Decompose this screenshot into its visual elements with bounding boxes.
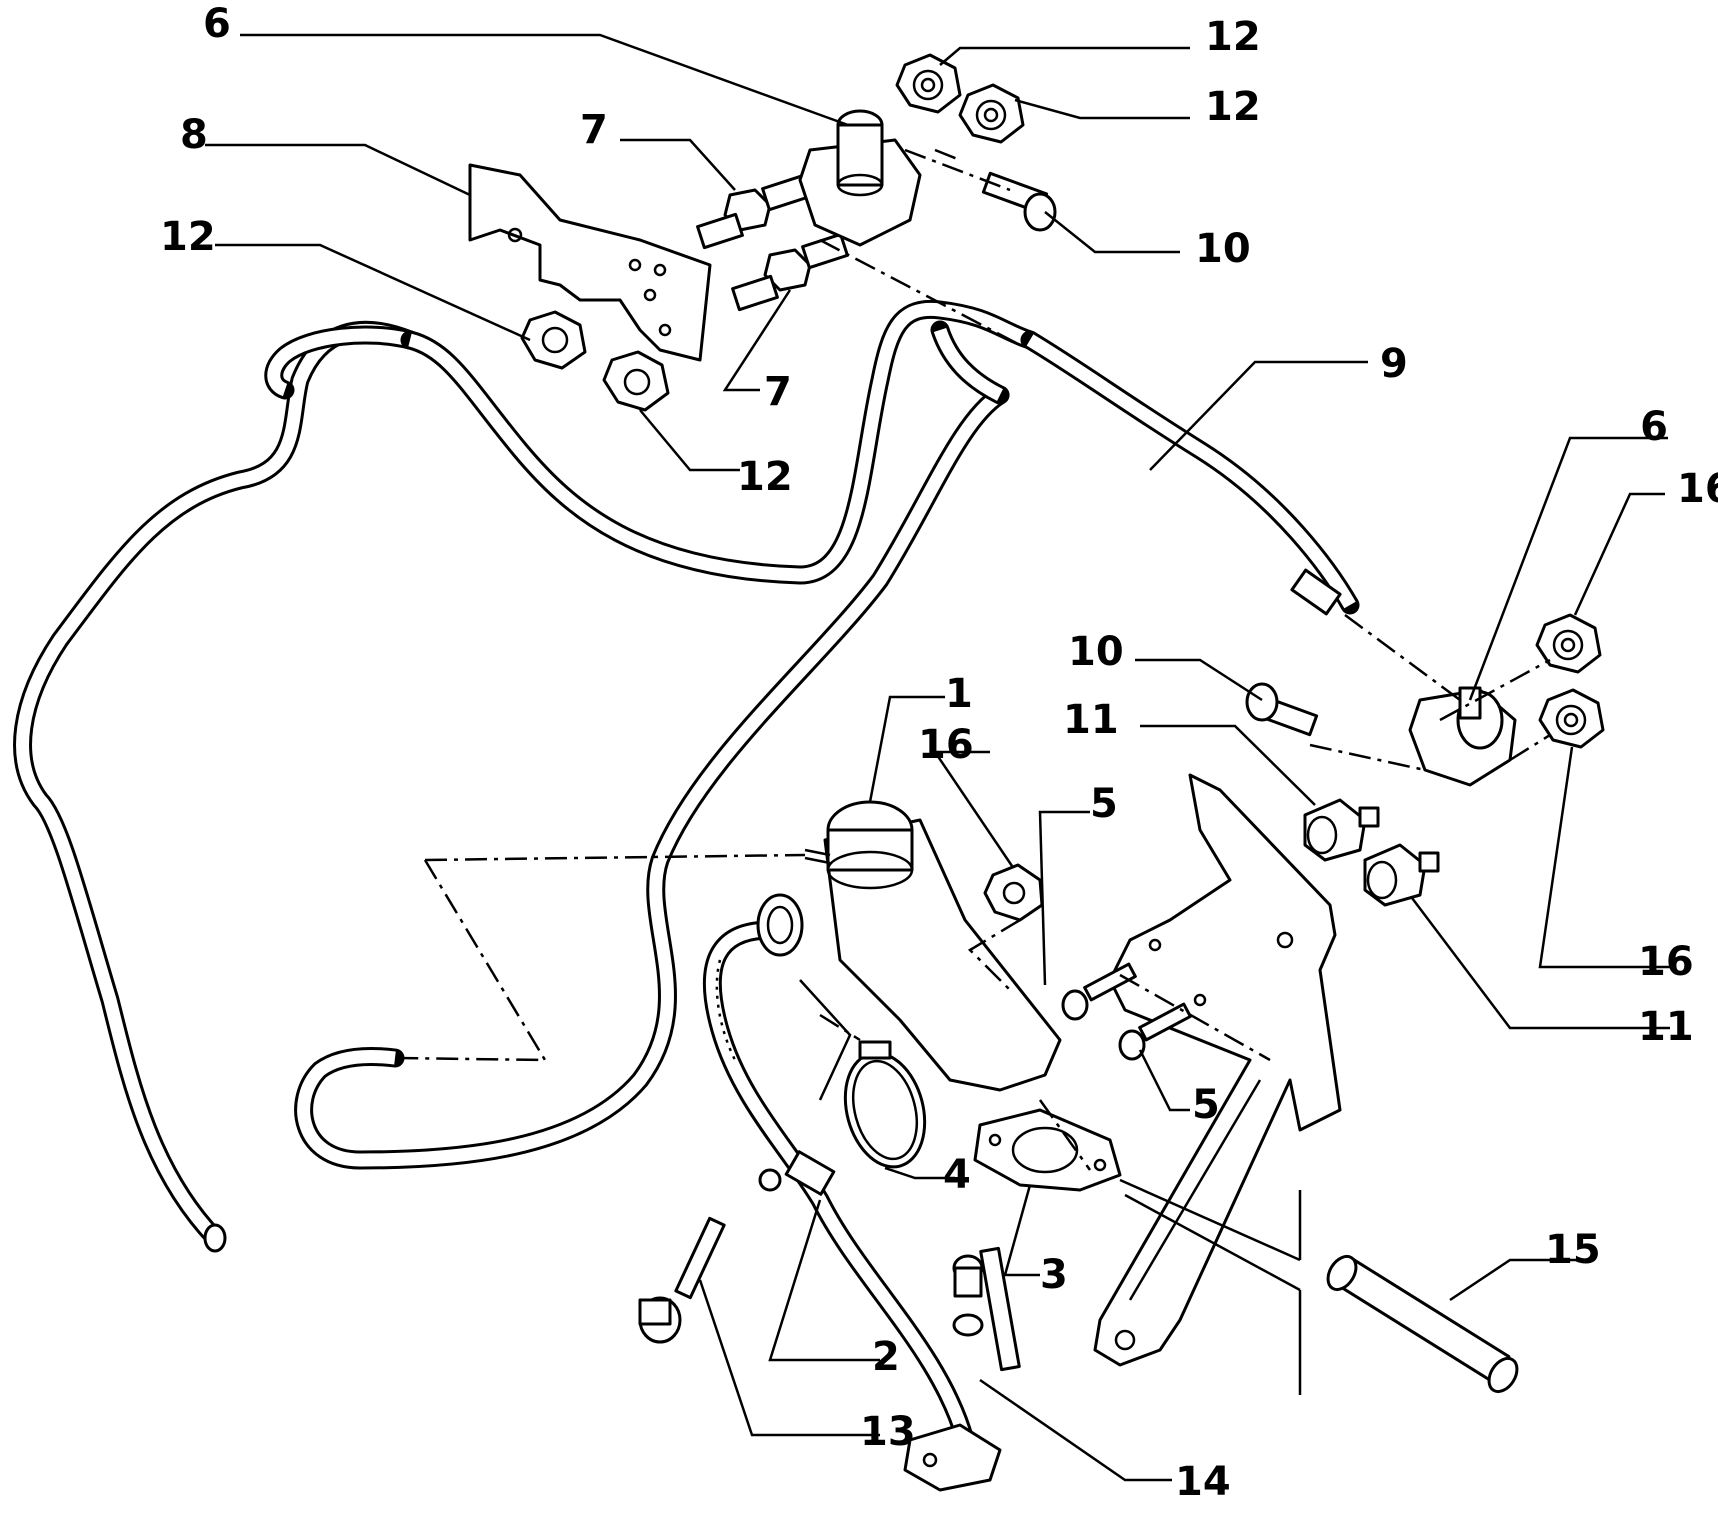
valve-1 bbox=[804, 800, 1062, 1092]
callout-12-d: 12 bbox=[737, 454, 793, 500]
bolt-14 bbox=[952, 1246, 1021, 1372]
screw-10-right bbox=[1245, 682, 1319, 737]
callout-8: 8 bbox=[180, 112, 208, 158]
hose-end bbox=[203, 1223, 227, 1253]
leader-lines bbox=[205, 33, 1670, 1482]
lower-loop-hose bbox=[294, 385, 1010, 1170]
flange-nut-12-b bbox=[958, 83, 1025, 144]
gasket-3 bbox=[973, 1108, 1122, 1192]
callout-10-b: 10 bbox=[1068, 629, 1124, 675]
screw-5-lower bbox=[1118, 1002, 1192, 1061]
hose-band bbox=[1290, 568, 1342, 616]
sensor-11-upper bbox=[1303, 798, 1380, 862]
bolt-13 bbox=[638, 1216, 726, 1344]
callout-9: 9 bbox=[1380, 341, 1408, 387]
flange-nut-16-c bbox=[1538, 688, 1605, 749]
callout-2: 2 bbox=[872, 1334, 900, 1380]
callout-6-right: 6 bbox=[1640, 404, 1668, 450]
hose-assembly bbox=[13, 299, 1360, 1253]
hex-nut-16-center bbox=[983, 863, 1044, 922]
upper-hose bbox=[400, 299, 1040, 585]
callout-7-a: 7 bbox=[580, 107, 608, 153]
valve-6-top bbox=[798, 109, 922, 247]
fitting-7-upper bbox=[696, 174, 809, 250]
callout-3: 3 bbox=[1040, 1252, 1068, 1298]
callout-15: 15 bbox=[1545, 1227, 1601, 1273]
flange-nut-16-a bbox=[1535, 613, 1602, 674]
callout-4: 4 bbox=[943, 1152, 971, 1198]
pipe-2 bbox=[702, 893, 1002, 1492]
sensor-11-lower bbox=[1363, 843, 1440, 907]
callout-12-c: 12 bbox=[160, 214, 216, 260]
bracket-8 bbox=[468, 163, 712, 362]
callout-1: 1 bbox=[945, 671, 973, 717]
fitting-7-lower bbox=[731, 232, 849, 312]
screw-10-top bbox=[981, 171, 1057, 232]
screw-5-upper bbox=[1061, 962, 1137, 1021]
left-long-hose bbox=[13, 320, 420, 1248]
hose-9 bbox=[1020, 330, 1360, 615]
callout-7-b: 7 bbox=[764, 369, 792, 415]
hex-nut-12-left bbox=[520, 310, 587, 370]
callout-16-a: 16 bbox=[1677, 466, 1718, 512]
callout-16-b: 16 bbox=[918, 722, 974, 768]
mounting-bracket bbox=[1093, 773, 1342, 1367]
callout-12-b: 12 bbox=[1205, 84, 1261, 130]
callout-labels: 6 12 12 8 7 12 10 7 12 9 6 16 10 11 1 16… bbox=[160, 1, 1718, 1505]
callout-12-a: 12 bbox=[1205, 14, 1261, 60]
callout-16-c: 16 bbox=[1638, 939, 1694, 985]
centerlines bbox=[394, 148, 1551, 1171]
callout-5-b: 5 bbox=[1192, 1082, 1220, 1128]
hex-nut-12-lower bbox=[602, 350, 670, 412]
reference-lines bbox=[799, 979, 1302, 1395]
flange-nut-12-a bbox=[895, 53, 962, 114]
callout-6-top: 6 bbox=[203, 1, 231, 47]
callout-11-b: 11 bbox=[1638, 1004, 1694, 1050]
callout-13: 13 bbox=[860, 1409, 916, 1455]
stud-15 bbox=[1326, 1254, 1519, 1394]
clamp-4 bbox=[843, 1040, 927, 1169]
callout-10-a: 10 bbox=[1195, 226, 1251, 272]
callout-5-a: 5 bbox=[1090, 781, 1118, 827]
callout-14: 14 bbox=[1175, 1459, 1231, 1505]
valve-6-right bbox=[1408, 686, 1517, 787]
callout-11-a: 11 bbox=[1063, 697, 1119, 743]
